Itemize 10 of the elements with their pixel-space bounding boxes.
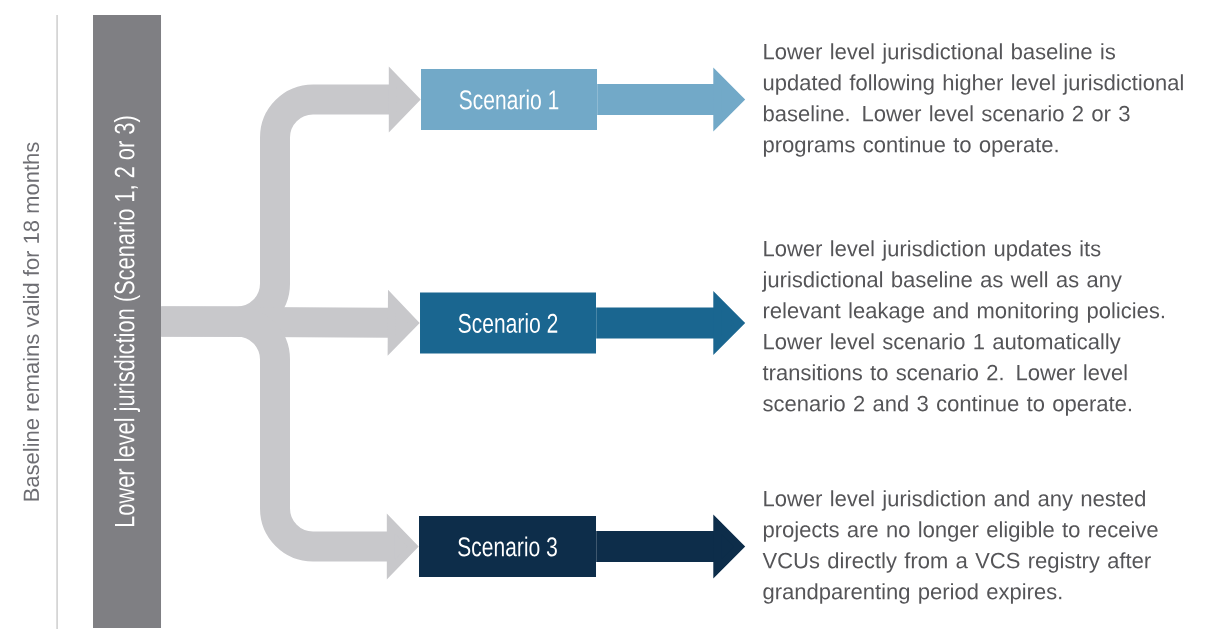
- description-text: Lower level jurisdiction updates its jurisdictional baseline as well as any relevant leakage and monitoring policies. Lower level scenario 1 automatically transitions to scenario 2. Lower level scenario 2 and 3 continue to operate.: [761, 240, 1164, 416]
- description-text: Lower level jurisdiction and any nested projects are no longer eligible to receive VCUs directly from a VCS registry after grandparenting period expires.: [762, 490, 1158, 604]
- scenario-box: Scenario 1: [421, 69, 597, 130]
- description-text: Lower level jurisdictional baseline is updated following higher level jurisdictional baseline. Lower level scenario 2 or 3 programs continue to operate.: [763, 43, 1183, 157]
- scenario-box: Scenario 2: [420, 292, 596, 354]
- side-label: Baseline remains valid for 18 months: [22, 142, 40, 501]
- node-label: Scenario 3: [458, 536, 557, 557]
- node-label: Scenario 1: [459, 89, 559, 110]
- scenario-box: Scenario 3: [419, 516, 596, 577]
- jurisdiction-bar: Lower level jurisdiction (Scenario 1, 2 or 3): [93, 15, 161, 628]
